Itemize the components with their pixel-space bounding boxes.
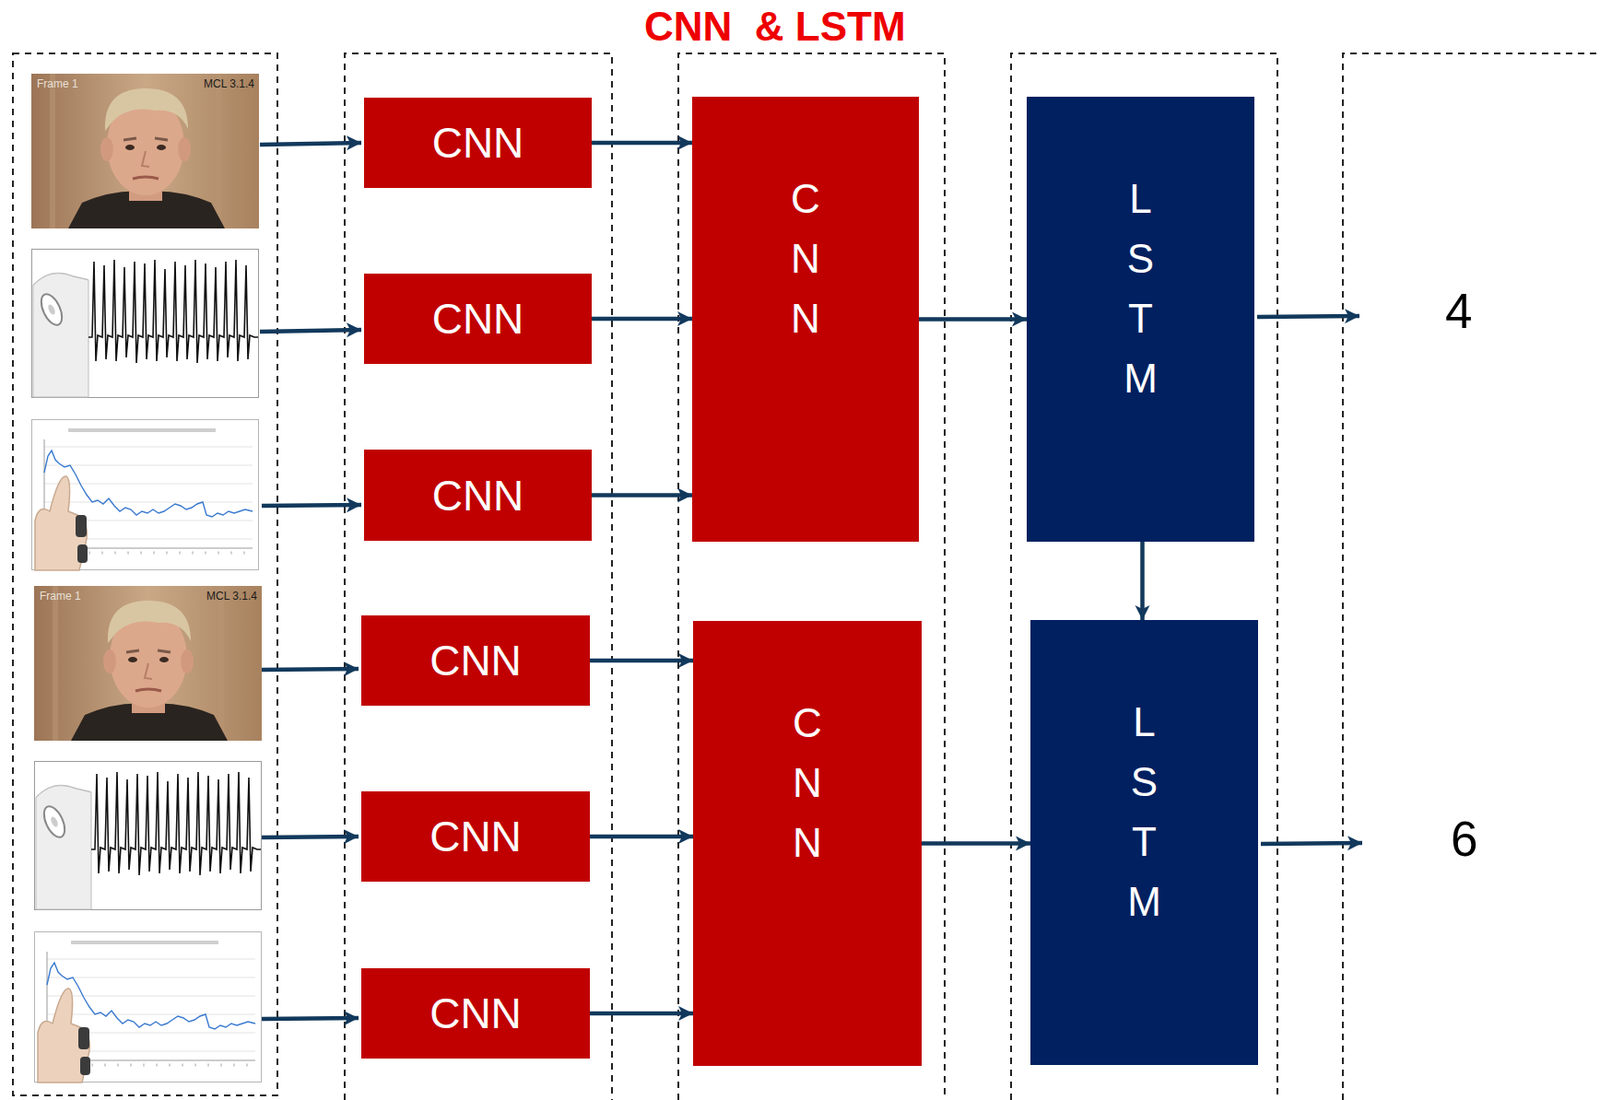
- frame-caption: Frame 1: [39, 589, 82, 603]
- output-arrow: [1260, 843, 1363, 845]
- cnn-block: CNN: [364, 449, 592, 542]
- frame-caption: Frame 1: [36, 77, 79, 91]
- cnn-block: C N N: [692, 96, 919, 542]
- block-label: C N N: [785, 168, 826, 349]
- block-label: CNN: [432, 117, 525, 168]
- frame-caption: MCL 3.1.4: [203, 77, 255, 91]
- column-frame: [678, 53, 945, 1100]
- flow-arrow: [589, 1011, 694, 1017]
- cnn-block: CNN: [361, 968, 590, 1059]
- ecg-image: [35, 762, 262, 911]
- lstm-block: L S T M: [1030, 620, 1259, 1066]
- block-label: C N N: [787, 693, 828, 873]
- flow-arrow: [921, 841, 1031, 847]
- output-value: 6: [1450, 811, 1478, 868]
- input-arrow: [261, 505, 362, 506]
- cnn-block: CNN: [361, 791, 590, 883]
- flow-arrow: [591, 493, 693, 498]
- lstm-block: L S T M: [1026, 96, 1255, 542]
- column-frame: [344, 53, 612, 1100]
- column-frame: [1011, 53, 1278, 1100]
- flow-arrow: [591, 317, 693, 322]
- ecg-image: [32, 249, 259, 399]
- flow-arrow: [589, 835, 694, 840]
- output-value: 4: [1445, 282, 1472, 340]
- gsr-chart-image: [32, 420, 259, 572]
- output-arrow: [1257, 316, 1360, 318]
- face-frame-image: [34, 586, 262, 742]
- flow-arrow: [918, 317, 1027, 322]
- cnn-block: CNN: [364, 273, 592, 365]
- input-arrow: [261, 836, 359, 838]
- block-label: CNN: [429, 811, 522, 862]
- cnn-block: CNN: [361, 615, 590, 706]
- flow-arrow: [589, 658, 694, 664]
- frame-caption: MCL 3.1.4: [206, 589, 258, 603]
- input-arrow: [261, 669, 359, 671]
- block-label: L S T M: [1124, 692, 1165, 932]
- input-arrow: [259, 329, 362, 332]
- block-label: CNN: [429, 635, 522, 686]
- gsr-chart-image: [35, 932, 262, 1084]
- face-frame-image: [31, 73, 259, 229]
- cnn-block: C N N: [693, 621, 922, 1067]
- input-arrow: [261, 1018, 359, 1020]
- column-frame: [1342, 53, 1600, 1100]
- block-label: L S T M: [1120, 168, 1162, 409]
- input-arrow: [259, 142, 362, 145]
- cnn-block: CNN: [364, 97, 592, 189]
- block-label: CNN: [432, 294, 525, 344]
- column-frame: [12, 53, 278, 1096]
- column-frames: [12, 53, 1600, 1100]
- diagram-title: CNN & LSTM: [644, 3, 906, 50]
- flow-arrow: [591, 141, 693, 146]
- flow-arrow: [1140, 541, 1145, 621]
- block-label: CNN: [432, 470, 525, 521]
- block-label: CNN: [429, 988, 522, 1039]
